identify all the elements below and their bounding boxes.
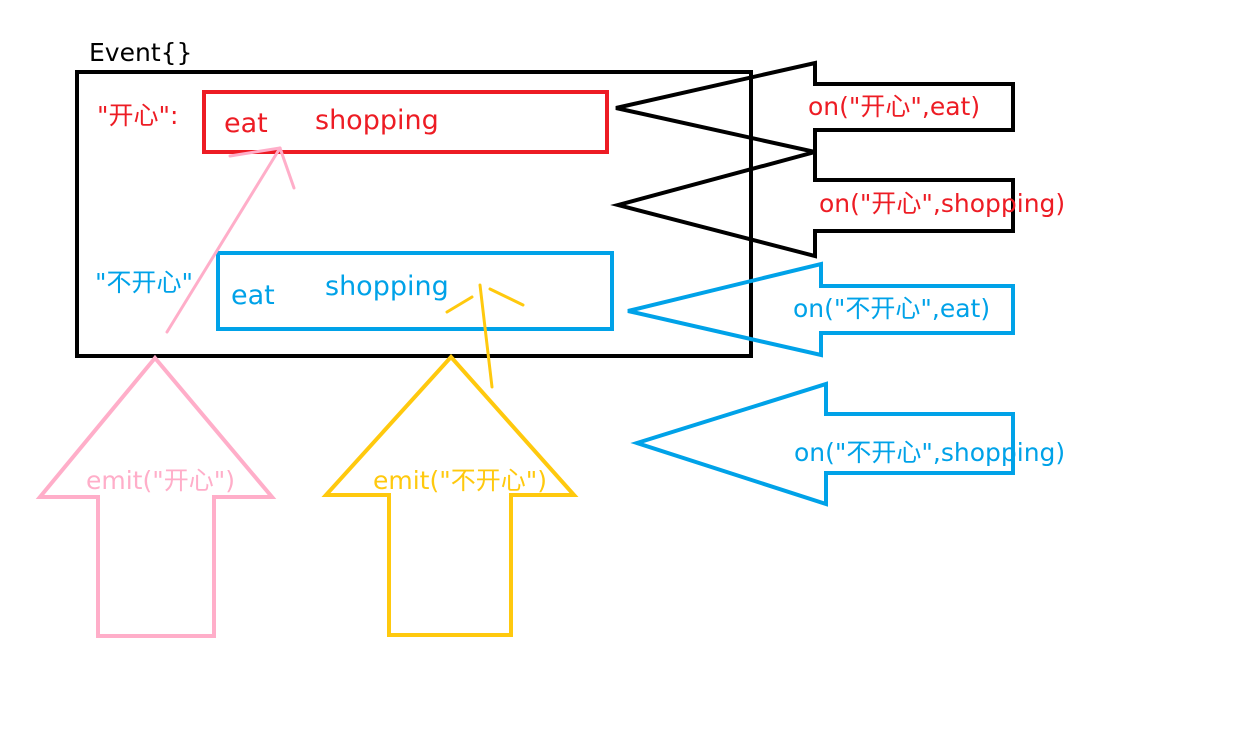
emit-arrow-sad <box>321 354 579 637</box>
registration-label-sad-shopping: on("不开心",shopping) <box>794 438 1066 467</box>
registration-label-sad-eat: on("不开心",eat) <box>793 294 991 323</box>
yellow-trigger-stroke <box>445 283 525 389</box>
sad-list-item-eat: eat <box>231 280 275 311</box>
event-container-box <box>75 70 753 358</box>
sad-list-item-shopping: shopping <box>325 271 449 302</box>
happy-listener-list-box <box>202 90 609 154</box>
happy-event-key: "开心": <box>97 101 179 130</box>
pink-trigger-stroke <box>165 146 296 334</box>
emit-label-happy: emit("开心") <box>86 466 235 495</box>
emit-label-sad: emit("不开心") <box>373 466 547 495</box>
sad-listener-list-box <box>216 251 614 331</box>
emit-arrow-happy <box>35 354 277 638</box>
happy-list-item-shopping: shopping <box>315 105 439 136</box>
sad-event-key: "不开心" <box>95 268 193 297</box>
happy-list-item-eat: eat <box>224 108 268 139</box>
registration-label-happy-shopping: on("开心",shopping) <box>819 189 1066 218</box>
register-arrow-happy-eat <box>615 60 1015 155</box>
event-title: Event{} <box>89 38 193 67</box>
register-arrow-sad-eat <box>627 261 1015 358</box>
register-arrow-sad-shopping <box>630 381 1015 507</box>
register-arrow-happy-shopping <box>610 149 1015 259</box>
registration-label-happy-eat: on("开心",eat) <box>808 92 981 121</box>
